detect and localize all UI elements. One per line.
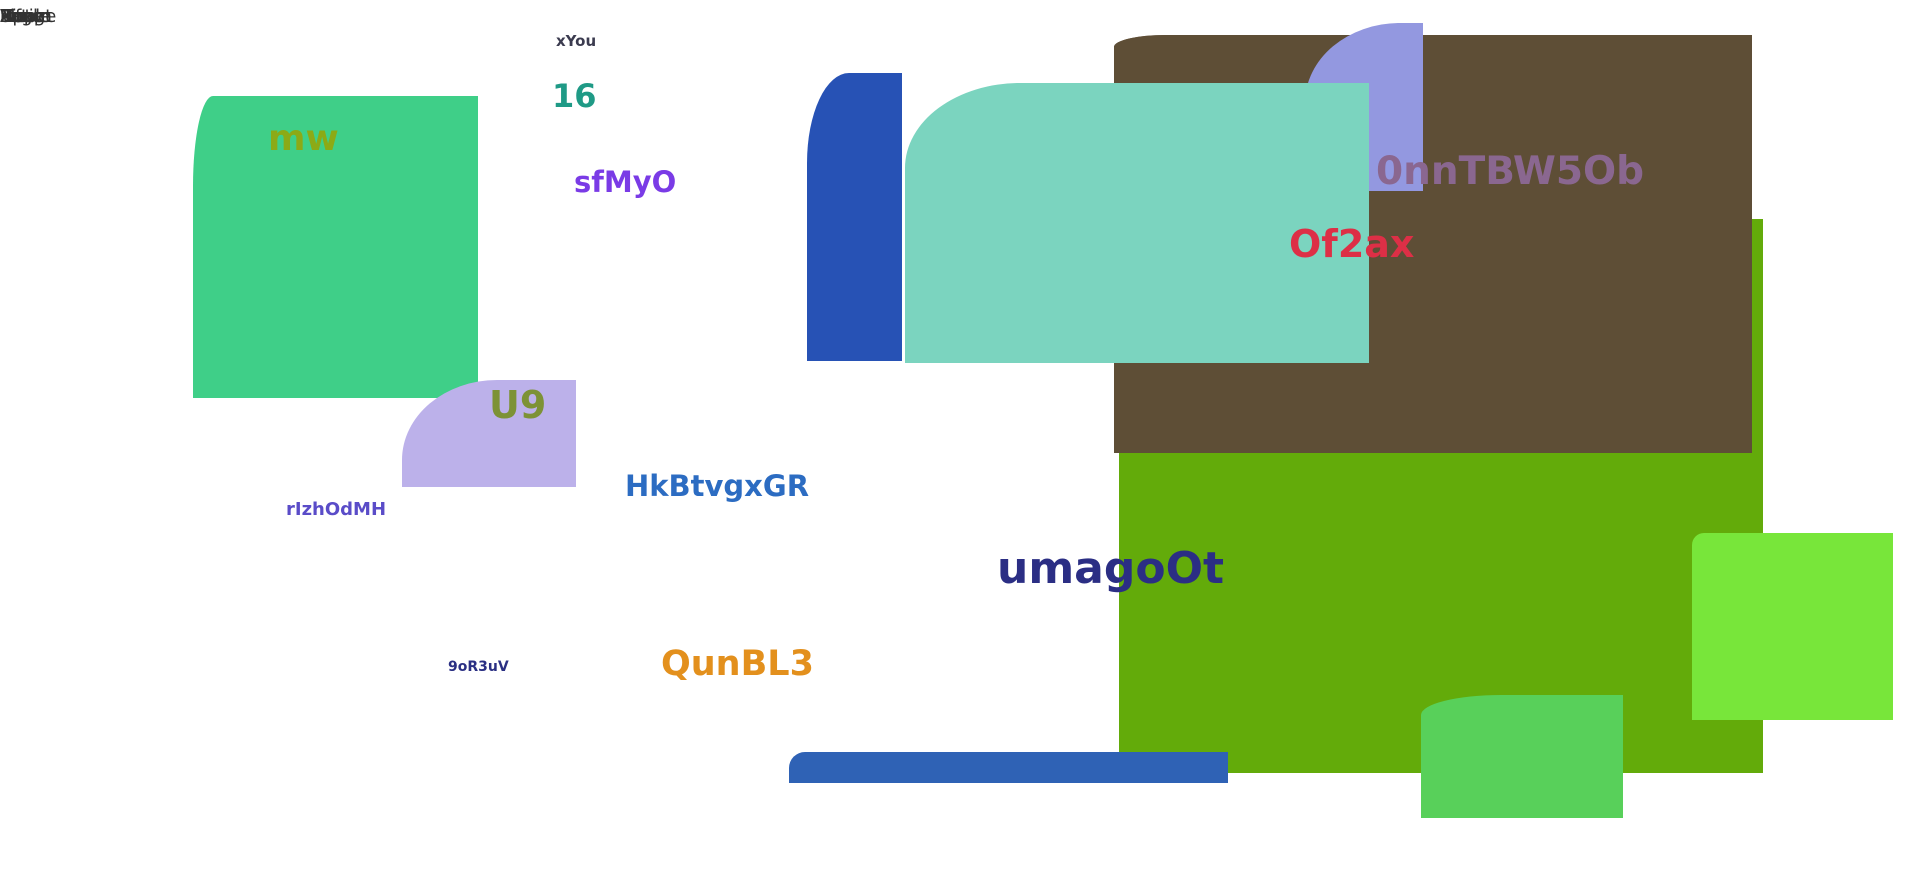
blue-tall-block	[807, 73, 902, 361]
teal-block	[905, 83, 1369, 363]
label-xyou: xYou	[556, 32, 597, 50]
label-umagoot: umagoOt	[997, 543, 1225, 594]
label-rizhodmh: rIzhOdMH	[286, 499, 387, 520]
label-qunbl3: QunBL3	[661, 644, 814, 684]
corner-label: Script	[0, 6, 53, 27]
corner-label: Note	[0, 6, 43, 27]
corner-label: Image	[0, 6, 57, 27]
green-block	[193, 96, 478, 398]
corner-label: Zoom	[0, 6, 52, 27]
label-sfmyo: sfMyO	[574, 165, 677, 199]
label-mw: mw	[268, 118, 339, 159]
corner-label: Apple	[0, 6, 52, 27]
lime-block	[1692, 533, 1893, 720]
corner-label: Mode	[0, 6, 50, 27]
label-0nntbw5ob: 0nnTBW5Ob	[1376, 149, 1645, 194]
label-u9: U9	[489, 383, 547, 427]
corner-label: View	[0, 6, 43, 27]
mid-green-block	[1421, 695, 1623, 818]
blue-bar	[789, 752, 1228, 783]
corner-label: Lift	[0, 6, 29, 27]
label-hkbtvgxgr: HkBtvgxGR	[625, 469, 810, 503]
corner-label: Page	[0, 6, 44, 27]
label-16: 16	[552, 77, 597, 115]
label-9or3uv: 9oR3uV	[448, 659, 509, 675]
label-of2ax: Of2ax	[1289, 222, 1415, 266]
